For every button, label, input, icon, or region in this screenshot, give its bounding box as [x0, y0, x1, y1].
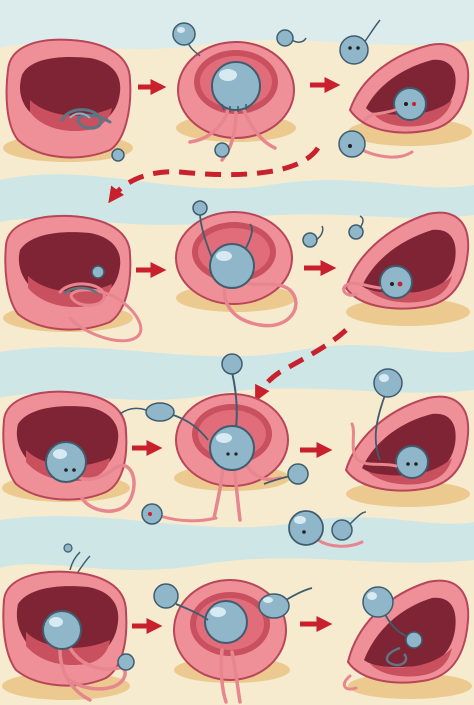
cell-body — [342, 586, 423, 691]
row-2 — [3, 200, 470, 343]
cell-small — [263, 463, 309, 485]
return-arrow — [255, 328, 348, 402]
row-3 — [2, 353, 470, 548]
cell-small — [338, 130, 414, 159]
cell-body — [204, 600, 248, 704]
tissue-cup — [3, 214, 133, 332]
return-arrow — [108, 146, 321, 204]
cell-small — [111, 148, 125, 162]
cell-small — [119, 402, 209, 441]
row-1 — [3, 19, 472, 162]
tissue-open-cup — [344, 395, 470, 507]
cell-small — [91, 265, 105, 279]
cell-small — [302, 225, 324, 248]
cell-body — [342, 265, 413, 299]
cell-body — [192, 200, 298, 328]
cell-body — [350, 368, 429, 479]
tentacle-tangle — [60, 108, 112, 130]
row-4 — [2, 543, 472, 704]
cell-small — [221, 353, 243, 375]
water-band-3 — [0, 516, 474, 570]
cell-small — [141, 503, 218, 525]
cell-small — [331, 511, 367, 541]
cell-small — [348, 215, 364, 240]
tissue-cup — [3, 38, 133, 162]
cell-small — [172, 22, 201, 57]
cell-body — [209, 371, 282, 522]
cell-small — [214, 142, 230, 158]
cell-small — [339, 19, 381, 65]
cell-small — [276, 29, 307, 47]
cell-body — [363, 87, 427, 122]
cell-small — [117, 653, 135, 671]
cell-small — [153, 583, 209, 621]
cell-body — [45, 441, 136, 513]
tentacle-tangle — [58, 282, 143, 343]
cell-body — [42, 543, 127, 702]
cell-small — [288, 510, 364, 548]
cell-small — [258, 587, 313, 619]
